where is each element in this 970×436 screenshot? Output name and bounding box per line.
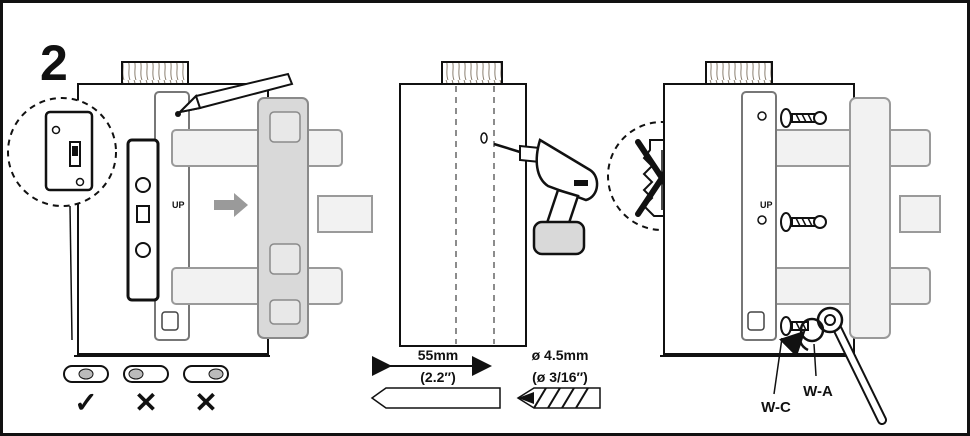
wood-stud: [441, 61, 503, 87]
level-bubble-correct: [63, 365, 109, 383]
depth-imperial: (2.2″): [420, 369, 456, 385]
panel-level-wall-plate: UP ✓ ✕ ✕: [7, 61, 373, 418]
rotate-arrow-icon: [779, 330, 809, 357]
panel-bolt-plate: UP W-C: [660, 61, 941, 425]
cross-icon: ✕: [194, 387, 217, 418]
cross-icon: ✕: [134, 387, 157, 418]
drill-icon: [493, 138, 599, 256]
drill-bit-icon: [516, 387, 601, 409]
step-number: 2: [40, 35, 68, 91]
label-bolt: W-A: [803, 383, 833, 400]
wood-stud: [705, 61, 773, 87]
pilot-hole: [480, 132, 488, 144]
bit-diameter-metric: ø 4.5mm: [532, 347, 589, 363]
bit-diameter-imperial: (ø 3/16″): [532, 369, 588, 385]
wrench-icon: [799, 306, 887, 425]
depth-gauge-icon: [370, 387, 501, 409]
lag-bolt-icon: [780, 108, 827, 128]
wall-plate: [741, 91, 777, 341]
level-bubble-wrong-1: [123, 365, 169, 383]
up-label: UP: [172, 200, 185, 210]
wood-stud: [121, 61, 189, 87]
level-bubble-wrong-2: [183, 365, 229, 383]
wall-surface: [399, 83, 527, 347]
spirit-level: [126, 138, 160, 302]
lag-bolt-icon: [780, 212, 827, 232]
mounting-bracket: [257, 97, 309, 339]
push-arrow-icon: [214, 193, 248, 217]
depth-metric: 55mm: [418, 347, 458, 363]
label-washer: W-C: [761, 399, 791, 416]
up-label: UP: [760, 200, 773, 210]
pencil-icon: [175, 72, 294, 117]
check-icon: ✓: [74, 387, 97, 418]
